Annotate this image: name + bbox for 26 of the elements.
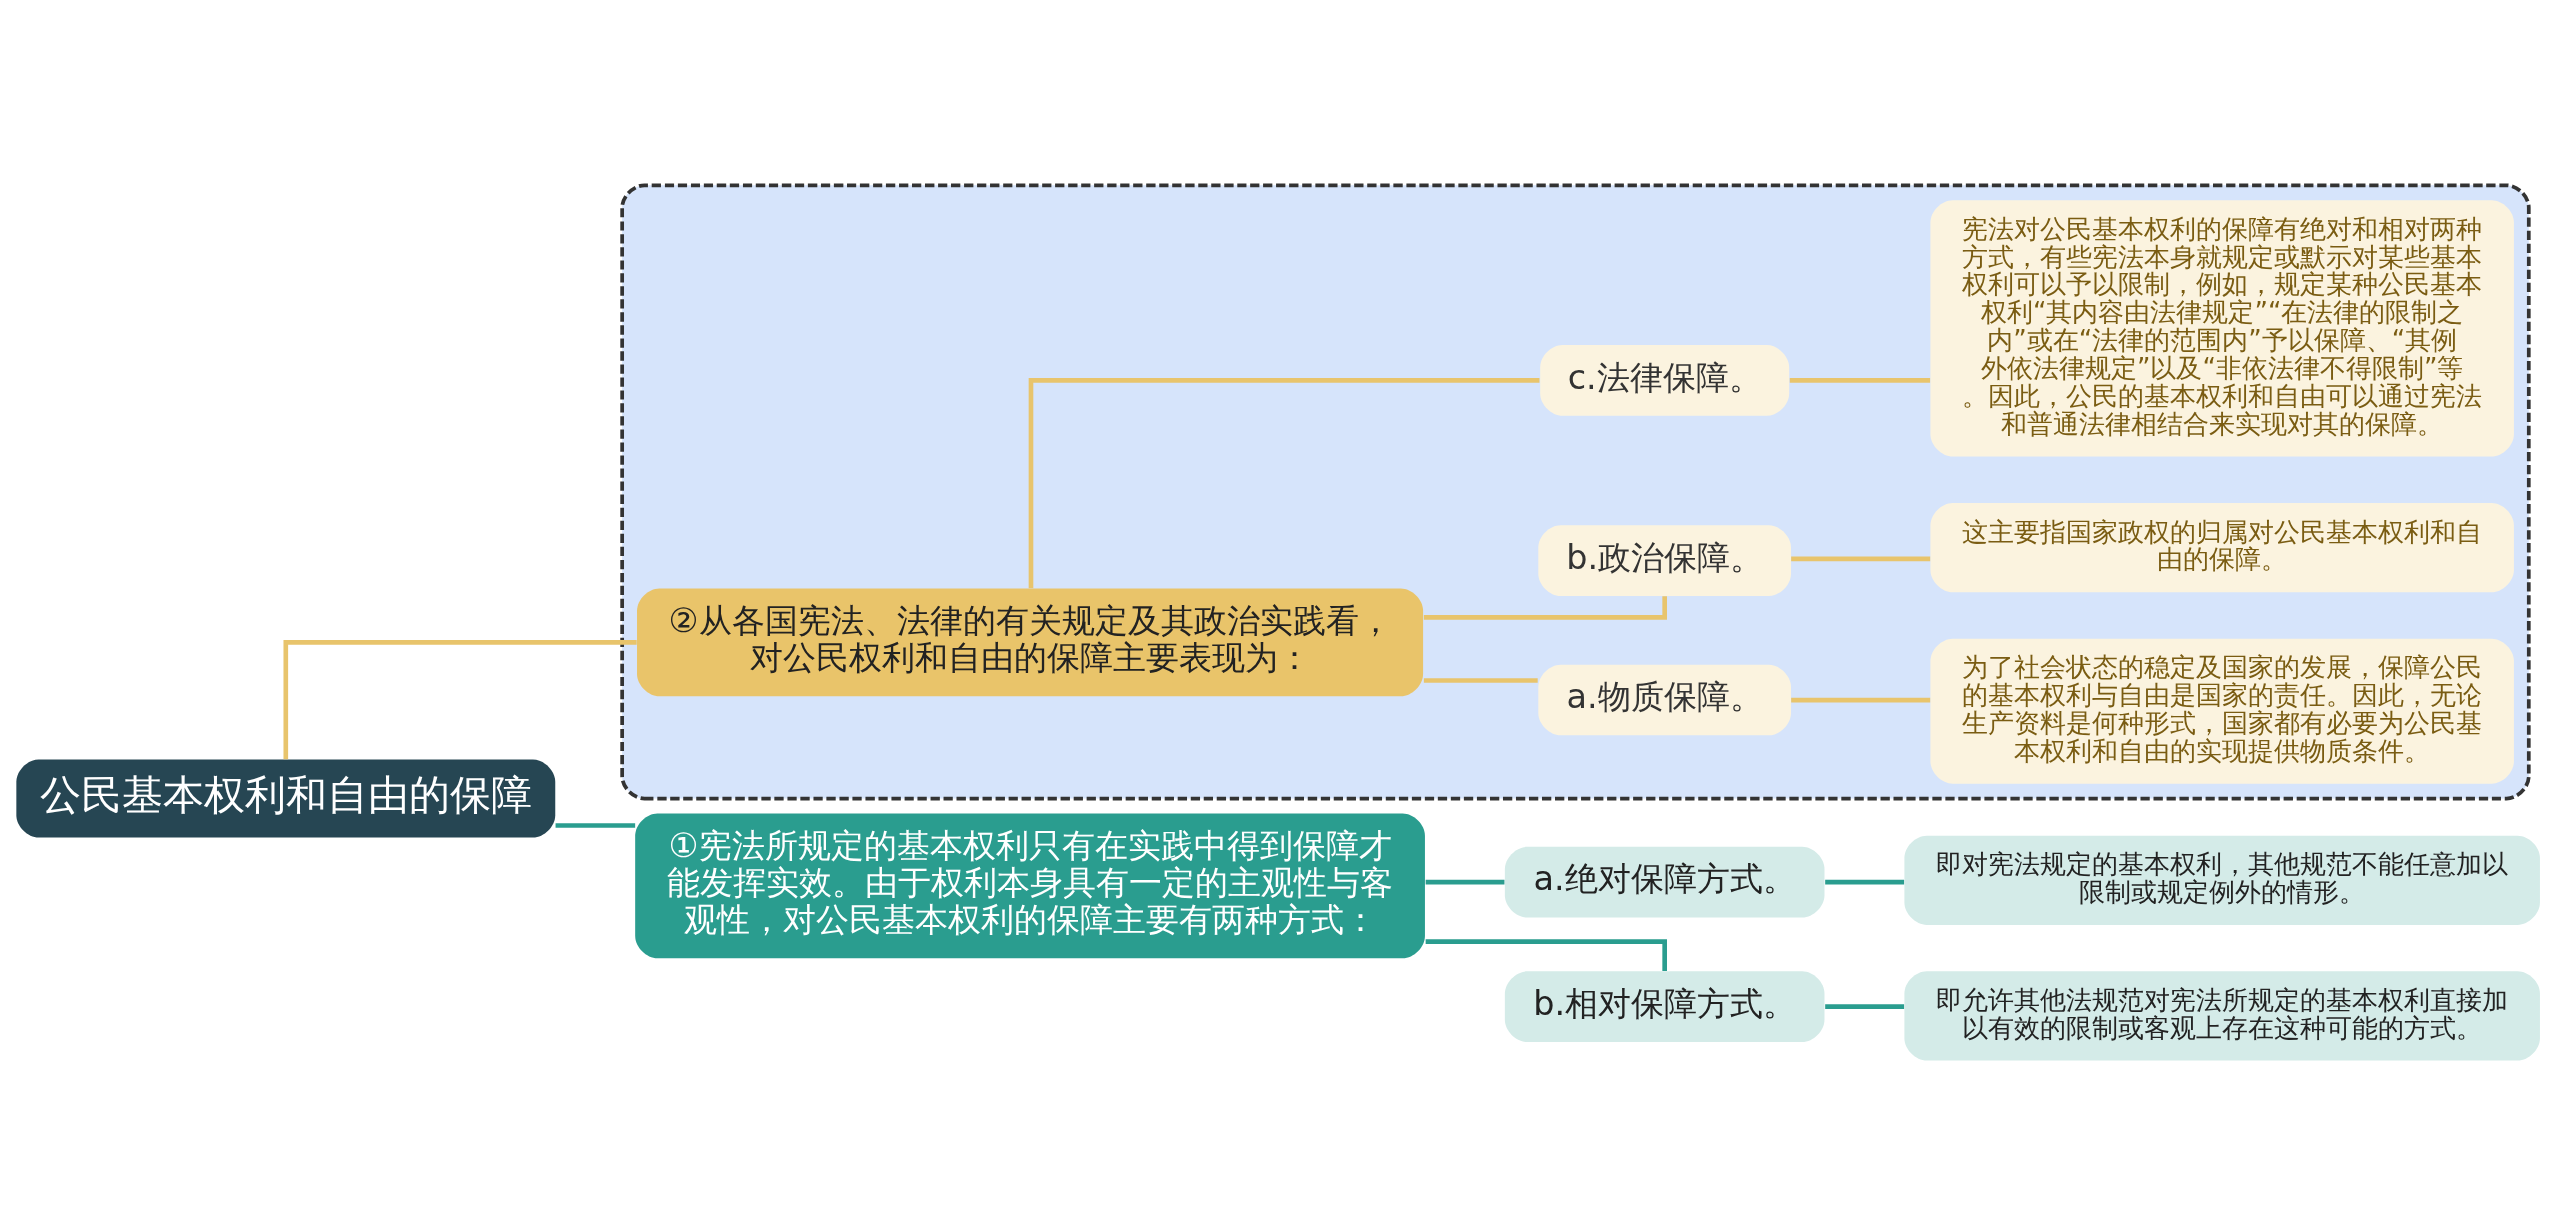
node-box: 为了社会状态的稳定及国家的发展，保障公民的基本权利与自由是国家的责任。因此，无论生产资料是何种形式，国家都有必要为公民基本权利和自由的实现提供物质条件。 (1930, 638, 2514, 784)
node-box: 公民基本权利和自由的保障 (16, 759, 556, 838)
connector (1425, 938, 1667, 971)
connector (555, 822, 636, 828)
connector (1425, 879, 1505, 884)
connector (1825, 879, 1905, 884)
node-box: b.相对保障方式。 (1504, 970, 1825, 1042)
node-box: 即允许其他法规范对宪法所规定的基本权利直接加以有效的限制或客观上存在这种可能的方式。 (1904, 970, 2540, 1061)
node-box: c.法律保障。 (1540, 344, 1790, 416)
node-box: a.绝对保障方式。 (1504, 846, 1825, 917)
connector (1789, 377, 1931, 383)
connector (1791, 697, 1931, 702)
node-box: 即对宪法规定的基本权利，其他规范不能任意加以限制或规定例外的情形。 (1904, 835, 2540, 925)
node-box: ②从各国宪法、法律的有关规定及其政治实践看，对公民权利和自由的保障主要表现为： (637, 588, 1424, 696)
connector (1423, 677, 1538, 683)
connector (1028, 377, 1540, 588)
cluster (620, 182, 2531, 800)
node-box: 这主要指国家政权的归属对公民基本权利和自由的保障。 (1930, 502, 2514, 592)
connector (1825, 1003, 1905, 1009)
connector (1791, 556, 1931, 561)
node-box: 宪法对公民基本权利的保障有绝对和相对两种方式，有些宪法本身就规定或默示对某些基本权利可以予以限制，例如，规定某种公民基本权利“其内容由法律规定”“在法律的限制之内”或在“法律的范围内”予以保障、“其例外依法律规定”以及“非依法律不得限制”等。因此，公民的基本权利和自由可以通过宪法和普通法律相结合来实现对其的保障。 (1930, 199, 2514, 457)
node-box: a.物质保障。 (1538, 664, 1792, 735)
node-box: ①宪法所规定的基本权利只有在实践中得到保障才能发挥实效。由于权利本身具有一定的主观性与客观性，对公民基本权利的保障主要有两种方式： (635, 812, 1425, 958)
connector (283, 639, 637, 759)
node-box: b.政治保障。 (1538, 524, 1792, 596)
connector (1423, 595, 1667, 620)
